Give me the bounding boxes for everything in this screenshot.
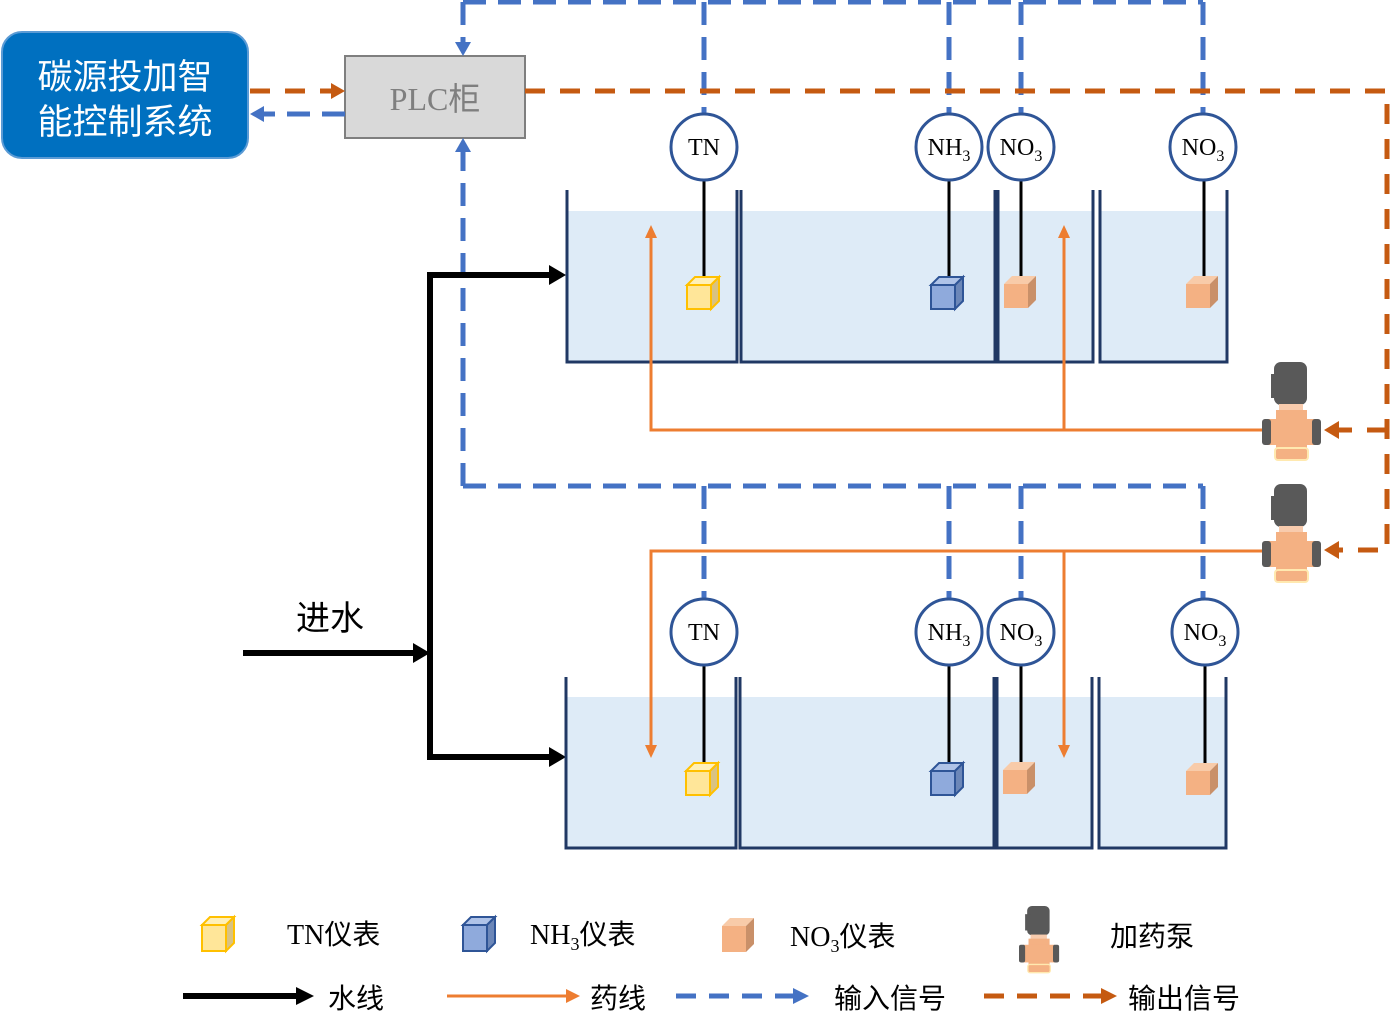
sensor-label: TN xyxy=(688,135,720,161)
legend-item-no3-meter: NO3仪表 xyxy=(722,918,895,956)
tn-probe-cube-icon xyxy=(683,760,721,798)
plc-cabinet-box: PLC柜 xyxy=(344,55,526,139)
sensor-label: TN xyxy=(688,620,720,646)
sensor-label: NO3 xyxy=(1184,620,1227,650)
tn-sensor: TN xyxy=(669,112,739,312)
lower-tank-train: TN NH3 NO3 xyxy=(564,483,1322,850)
sensor-label: NO3 xyxy=(1000,135,1043,165)
legend-label: 输入信号 xyxy=(834,983,946,1015)
sensor-ring xyxy=(1170,597,1240,667)
plc-cabinet-label: PLC柜 xyxy=(390,81,481,117)
tank-wall xyxy=(1097,677,1228,850)
upper-input-signal-bus xyxy=(455,0,1206,114)
nh3-sensor: NH3 xyxy=(914,112,984,312)
control-system-label-line2: 能控制系统 xyxy=(37,103,212,143)
upper-pump-signal-arrowhead xyxy=(1324,421,1339,439)
tank-wall xyxy=(1098,190,1229,364)
tank-wall xyxy=(738,677,996,850)
output-signal-main-line xyxy=(525,88,1390,553)
upper-dosing-pump-icon xyxy=(1261,361,1322,461)
inlet-label: 进水 xyxy=(296,601,364,638)
no3-sensor: NO3 xyxy=(986,112,1056,308)
tank-wall xyxy=(739,190,997,364)
sensor-ring xyxy=(986,112,1056,182)
legend: TN仪表 NH3仪表 NO3仪表 加药泵 xyxy=(183,905,1240,1015)
sensor-label: NH3 xyxy=(928,620,971,650)
legend-label: 输出信号 xyxy=(1128,983,1240,1015)
lower-dosing-pump-icon xyxy=(1261,483,1322,583)
sensor-label: NH3 xyxy=(928,135,971,165)
control-system-background xyxy=(1,31,249,159)
tn-probe-cube-icon xyxy=(684,274,722,312)
plc-to-pumps-output-signal xyxy=(525,88,1390,559)
no3-sensor: NO3 xyxy=(1170,597,1240,795)
lower-train-water-arrowhead xyxy=(549,747,566,767)
upper-tank-train: TN NH3 NO3 xyxy=(565,112,1322,461)
nh3-probe-cube-icon xyxy=(928,760,966,798)
no3-sensor: NO3 xyxy=(1168,112,1238,308)
dosing-pump-icon xyxy=(1018,905,1060,974)
orange-cube-icon xyxy=(722,918,754,952)
legend-item-tn-meter: TN仪表 xyxy=(199,914,380,954)
legend-item-output-signal: 输出信号 xyxy=(984,983,1240,1015)
legend-item-dosing-line: 药线 xyxy=(447,983,646,1015)
input-signal-arrowhead xyxy=(250,106,264,122)
blue-arrowhead-icon xyxy=(793,988,809,1004)
legend-item-water-line: 水线 xyxy=(183,983,384,1015)
blue-cube-icon xyxy=(460,914,498,954)
upper-train-water-arrowhead xyxy=(549,265,566,285)
legend-label: 药线 xyxy=(590,983,646,1015)
legend-item-nh3-meter: NH3仪表 xyxy=(460,914,635,954)
no3-probe-cube-icon xyxy=(1186,276,1218,308)
sensor-label: NO3 xyxy=(1182,135,1225,165)
control-system-label-line1: 碳源投加智 xyxy=(37,58,212,98)
legend-item-dosing-pump: 加药泵 xyxy=(1018,905,1194,974)
yellow-cube-icon xyxy=(199,914,237,954)
no3-sensor: NO3 xyxy=(986,597,1056,794)
legend-label: 加药泵 xyxy=(1110,921,1194,953)
control-to-plc-output-signal xyxy=(250,83,345,99)
upper-input-signal-arrowhead xyxy=(455,42,471,56)
sensor-ring xyxy=(669,112,739,182)
sensor-ring xyxy=(669,597,739,667)
legend-label: NO3仪表 xyxy=(790,921,895,956)
tank-wall xyxy=(996,190,1095,364)
lower-input-signal-bus xyxy=(455,138,1206,599)
plc-to-control-input-signal xyxy=(250,106,345,122)
dosing-arrowhead xyxy=(1058,225,1070,238)
water-inlet-lines: 进水 xyxy=(243,265,566,767)
legend-label: TN仪表 xyxy=(287,919,380,951)
legend-item-input-signal: 输入信号 xyxy=(676,983,946,1015)
nh3-probe-cube-icon xyxy=(928,274,966,312)
sensor-ring xyxy=(1168,112,1238,182)
no3-probe-cube-icon xyxy=(1003,762,1035,794)
inlet-arrowhead xyxy=(413,643,430,663)
nh3-sensor: NH3 xyxy=(914,597,984,798)
dosing-arrowhead xyxy=(1058,745,1070,758)
upper-dosing-line xyxy=(649,238,1262,432)
lower-pump-signal-arrowhead xyxy=(1324,541,1339,559)
dosing-arrowhead xyxy=(645,745,657,758)
tank-wall xyxy=(995,677,1094,850)
smart-control-system-box: 碳源投加智 能控制系统 xyxy=(1,31,249,159)
sensor-ring xyxy=(914,112,984,182)
sensor-ring xyxy=(986,597,1056,667)
plc-cabinet-background xyxy=(344,55,526,139)
orange-arrowhead-icon xyxy=(566,989,580,1003)
dosing-arrowhead xyxy=(645,225,657,238)
no3-probe-cube-icon xyxy=(1004,276,1036,308)
black-arrowhead-icon xyxy=(296,987,314,1005)
sensor-ring xyxy=(914,597,984,667)
lower-dosing-line xyxy=(649,549,1262,745)
legend-label: NH3仪表 xyxy=(530,919,635,954)
dark-orange-arrowhead-icon xyxy=(1101,988,1117,1004)
no3-probe-cube-icon xyxy=(1186,763,1218,795)
tank-wall xyxy=(564,677,738,850)
sensor-label: NO3 xyxy=(1000,620,1043,650)
legend-label: 水线 xyxy=(328,983,384,1015)
lower-input-signal-arrowhead xyxy=(455,138,471,152)
tn-sensor: TN xyxy=(669,597,739,798)
output-signal-arrowhead xyxy=(331,83,345,99)
